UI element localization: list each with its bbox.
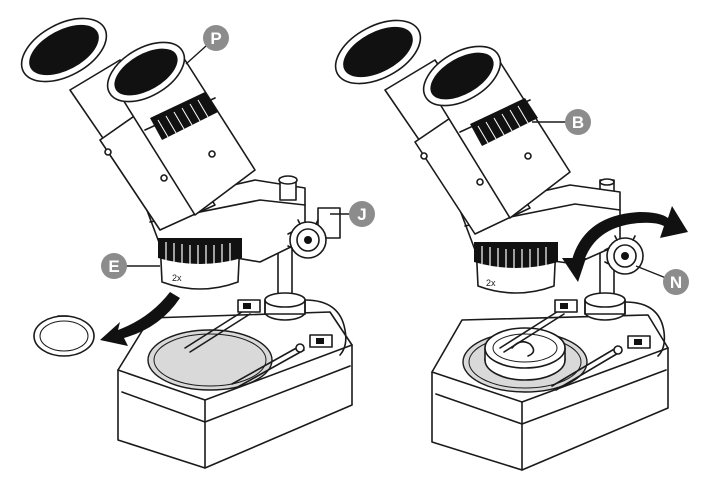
left-removal-arrow	[100, 292, 180, 346]
callout-b: B	[532, 109, 591, 135]
left-stage-plate	[147, 329, 273, 391]
right-lens-mark: 2x	[486, 278, 496, 288]
removed-stage-plate	[33, 315, 95, 357]
left-objective: 2x	[158, 238, 242, 290]
left-focus-knob	[287, 207, 341, 259]
callout-j: J	[330, 201, 375, 227]
callout-e-label: E	[108, 257, 119, 276]
callout-p-label: P	[210, 29, 221, 48]
callout-e: E	[101, 253, 160, 279]
left-stage-clips	[184, 299, 333, 389]
left-eyepieces	[20, 17, 256, 231]
right-microscope: 2x	[334, 19, 688, 471]
callout-j-label: J	[357, 205, 366, 224]
callout-n: N	[635, 265, 689, 295]
right-eyepieces	[334, 19, 571, 235]
left-microscope: 2x	[20, 17, 353, 469]
callout-n-label: N	[670, 273, 682, 292]
callout-p: P	[185, 25, 229, 65]
rotation-arrow	[562, 206, 688, 282]
callout-b-label: B	[572, 113, 584, 132]
left-lens-mark: 2x	[172, 273, 182, 283]
petri-dish	[484, 327, 566, 381]
right-stage-clips	[499, 299, 651, 391]
right-focus-knob	[604, 235, 644, 275]
right-objective: 2x	[474, 242, 558, 294]
